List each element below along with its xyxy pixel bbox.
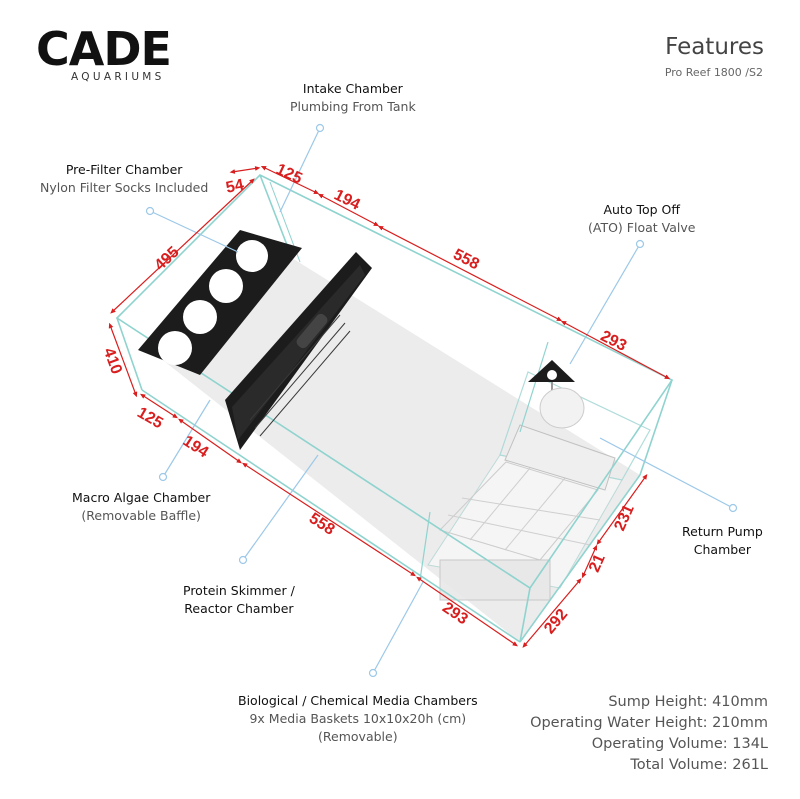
callout-skimmer: Protein Skimmer / Reactor Chamber [183,582,295,618]
brand-tagline: AQUARIUMS [71,71,165,83]
callout-macro: Macro Algae Chamber (Removable Baffle) [72,489,210,525]
callout-prefilter: Pre-Filter Chamber Nylon Filter Socks In… [40,161,208,197]
filter-sock-hole [183,300,217,334]
callout-skimmer-line1: Protein Skimmer / [183,583,295,598]
filter-sock-hole [236,240,268,272]
callout-intake-sub: Plumbing From Tank [290,99,416,114]
spec-operating-water-height: Operating Water Height: 210mm [530,715,768,731]
callout-macro-sub: (Removable Baffle) [81,508,201,523]
callout-intake-title: Intake Chamber [302,81,403,96]
dim-bottom-293: 293 [439,599,471,628]
spec-list: Sump Height: 410mm Operating Water Heigh… [530,692,768,776]
model-name: Pro Reef 1800 /S2 [664,66,763,79]
brand-logo: CADE [36,22,172,76]
callout-ato-sub: (ATO) Float Valve [588,220,696,235]
filter-sock-hole [209,269,243,303]
dim-right-21: 21 [586,552,609,575]
baffle [225,252,372,450]
dim-top-558: 558 [450,246,482,273]
callout-return-line1: Return Pump [682,524,763,539]
spec-sump-height: Sump Height: 410mm [608,694,768,710]
dim-left-495: 495 [152,244,183,275]
callout-prefilter-sub: Nylon Filter Socks Included [40,180,209,195]
dim-bottom-194: 194 [180,433,212,462]
dim-bottom-558: 558 [306,510,338,539]
page-title: Features [665,34,764,60]
dim-bottom-125: 125 [134,404,166,432]
dimension-lines [108,165,671,648]
callout-media-title: Biological / Chemical Media Chambers [238,693,478,708]
callout-return-line2: Chamber [693,542,752,557]
spec-operating-volume: Operating Volume: 134L [591,736,768,752]
callout-prefilter-title: Pre-Filter Chamber [65,162,183,177]
callout-skimmer-line2: Reactor Chamber [184,601,294,616]
callout-return: Return Pump Chamber [682,523,763,559]
callout-media: Biological / Chemical Media Chambers 9x … [238,692,478,746]
filter-sock-hole [158,331,192,365]
callout-macro-title: Macro Algae Chamber [72,490,211,505]
callout-media-sub: 9x Media Baskets 10x10x20h (cm) [249,711,467,726]
dim-right-292: 292 [541,606,571,637]
dim-left-410: 410 [100,346,125,377]
dim-top-54: 54 [224,176,245,196]
callout-ato-title: Auto Top Off [603,202,680,217]
callout-ato: Auto Top Off (ATO) Float Valve [588,201,695,237]
callout-intake: Intake Chamber Plumbing From Tank [290,80,416,116]
spec-total-volume: Total Volume: 261L [630,757,768,773]
callout-media-sub2: (Removable) [318,729,398,744]
